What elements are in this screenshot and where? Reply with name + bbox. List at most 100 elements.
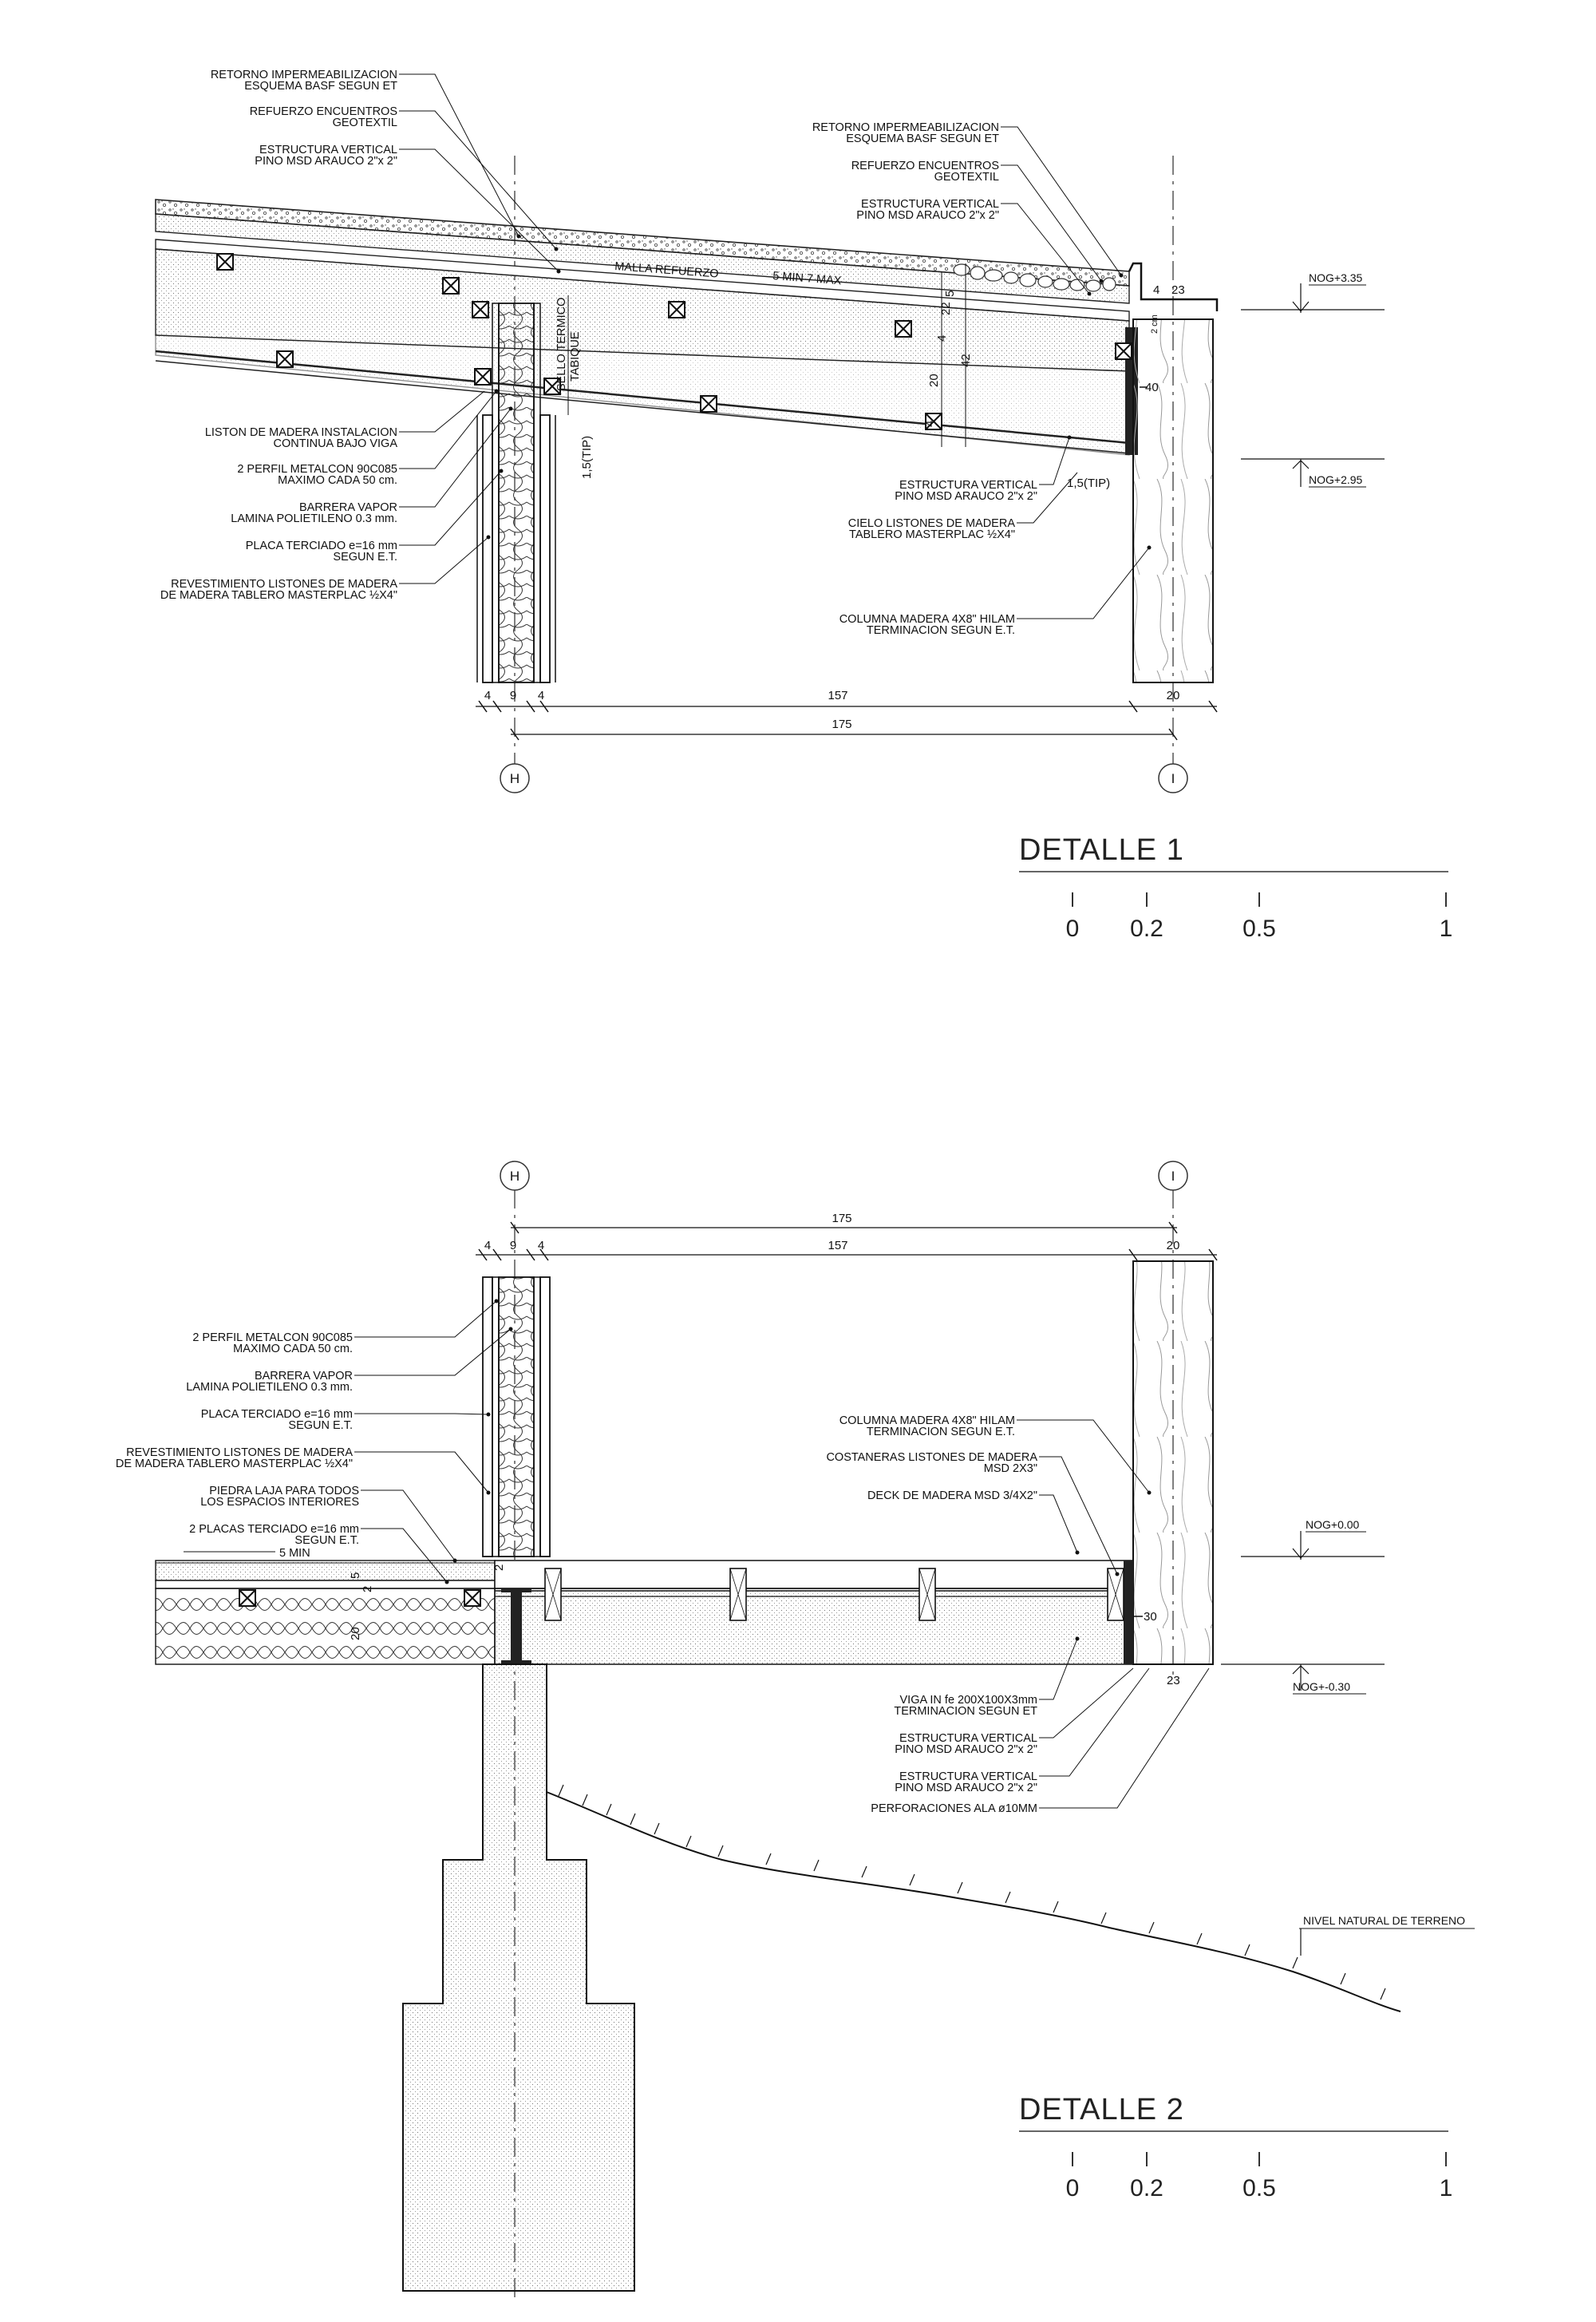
label-r-estructura2-line1: ESTRUCTURA VERTICAL <box>899 479 1037 492</box>
scale-2-0: 0 <box>1066 2175 1080 2201</box>
detail-2-title: DETALLE 2 <box>1019 2093 1184 2126</box>
label2-costaneras-line2: MSD 2X3" <box>984 1462 1037 1475</box>
dim2-9: 9 <box>510 1239 516 1252</box>
label-r-refuerzo-line2: GEOTEXTIL <box>934 171 999 184</box>
label-r-estructura-line2: PINO MSD ARAUCO 2"x 2" <box>856 209 999 222</box>
dimension-lines: 4 9 4 157 20 175 <box>476 689 1218 741</box>
dim-20: 20 <box>1167 689 1180 702</box>
inline-sello-1: SELLO TERMICO <box>555 298 568 391</box>
wall-section <box>476 303 556 683</box>
label2-perforaciones: PERFORACIONES ALA ø10MM <box>871 1802 1037 1815</box>
label-revestimiento-line2: DE MADERA TABLERO MASTERPLAC ½X4" <box>160 589 397 602</box>
inline-tip-left: 1,5(TIP) <box>580 436 594 479</box>
axis-label-h-2: H <box>510 1169 519 1184</box>
label-refuerzo-line1: REFUERZO ENCUENTROS <box>250 105 397 118</box>
label-refuerzo-line2: GEOTEXTIL <box>333 117 397 129</box>
label-r-retorno-line1: RETORNO IMPERMEABILIZACION <box>812 121 999 134</box>
roof-assembly <box>155 199 1219 456</box>
inline2-slope: 5 MIN <box>279 1547 310 1560</box>
label2-piedra-line2: LOS ESPACIOS INTERIORES <box>200 1496 359 1509</box>
inline-tip-right: 1,5(TIP) <box>1067 477 1110 490</box>
dim-4b: 4 <box>538 689 544 702</box>
axis-label-i: I <box>1171 771 1175 786</box>
dim-157: 157 <box>828 689 847 702</box>
axis-bubble-i-2 <box>1158 1161 1188 1191</box>
scale-2-05: 0.5 <box>1242 2175 1276 2201</box>
label-perfil-line2: MAXIMO CADA 50 cm. <box>278 474 397 487</box>
inline2-23: 23 <box>1167 1674 1180 1687</box>
label2-estructura-line2: PINO MSD ARAUCO 2"x 2" <box>895 1743 1037 1756</box>
inline-dim-4: 4 <box>1153 283 1159 297</box>
terrain-line <box>546 1784 1401 2012</box>
detail-1: MALLA REFUERZO 5 MIN 7 MAX SELLO TERMICO… <box>155 69 1453 942</box>
label-barrera-line2: LAMINA POLIETILENO 0.3 mm. <box>231 512 397 525</box>
inline-sello-2: TABIQUE <box>569 331 582 382</box>
label2-viga-line1: VIGA IN fe 200X100X3mm <box>900 1694 1037 1707</box>
scale-2-02: 0.2 <box>1130 2175 1163 2201</box>
foundation <box>402 1663 635 2292</box>
wood-column-2 <box>1132 1260 1214 1665</box>
level-marker-top: NOG+3.35 <box>1241 271 1385 313</box>
label2-perfil-line2: MAXIMO CADA 50 cm. <box>233 1343 353 1355</box>
label2-placas-line2: SEGUN E.T. <box>294 1534 359 1547</box>
inline-dim-23: 23 <box>1171 283 1185 297</box>
inline-dim-5: 5 <box>943 291 957 297</box>
left-labels-2: 2 PERFIL METALCON 90C085 MAXIMO CADA 50 … <box>116 1299 513 1584</box>
detail-1-title: DETALLE 1 <box>1019 833 1184 867</box>
inline-dim-22: 22 <box>939 302 953 315</box>
label2-estructura2-line1: ESTRUCTURA VERTICAL <box>899 1770 1037 1783</box>
left-labels: RETORNO IMPERMEABILIZACION ESQUEMA BASF … <box>160 69 561 602</box>
label-placa-line1: PLACA TERCIADO e=16 mm <box>246 540 397 552</box>
dim-4a: 4 <box>484 689 491 702</box>
nog2-bottom-label: NOG+-0.30 <box>1293 1680 1350 1693</box>
label-liston-line2: CONTINUA BAJO VIGA <box>274 437 398 450</box>
label2-revest-line1: REVESTIMIENTO LISTONES DE MADERA <box>126 1446 353 1459</box>
wood-column <box>1132 318 1214 683</box>
inline2-5: 5 <box>349 1572 362 1579</box>
inline-dim-40: 40 <box>1145 381 1159 394</box>
label-placa-line2: SEGUN E.T. <box>333 551 397 564</box>
label-r-estructura2-line2: PINO MSD ARAUCO 2"x 2" <box>895 490 1037 503</box>
label-r-columna-line2: TERMINACION SEGUN E.T. <box>867 624 1015 637</box>
scale-1-1: 1 <box>1440 916 1453 942</box>
terrain-label: NIVEL NATURAL DE TERRENO <box>1303 1914 1465 1927</box>
nog2-top-label: NOG+0.00 <box>1306 1518 1360 1531</box>
label2-barrera-line1: BARRERA VAPOR <box>255 1370 353 1383</box>
label-r-refuerzo-line1: REFUERZO ENCUENTROS <box>851 160 999 172</box>
level-marker-2-bottom: NOG+-0.30 <box>1221 1663 1385 1695</box>
label-r-cielo-line2: TABLERO MASTERPLAC ½X4" <box>849 528 1015 541</box>
inline-slope: 5 MIN 7 MAX <box>772 270 842 287</box>
level-marker-terrain: NIVEL NATURAL DE TERRENO <box>1299 1914 1475 1956</box>
label2-revest-line2: DE MADERA TABLERO MASTERPLAC ½X4" <box>116 1458 353 1470</box>
level-marker-2-top: NOG+0.00 <box>1241 1518 1385 1560</box>
inline-dim-20: 20 <box>927 374 941 387</box>
label2-deck: DECK DE MADERA MSD 3/4X2" <box>867 1489 1037 1502</box>
label-perfil-line1: 2 PERFIL METALCON 90C085 <box>237 463 397 476</box>
label-estructura-line2: PINO MSD ARAUCO 2"x 2" <box>255 155 397 168</box>
scale-1-02: 0.2 <box>1130 916 1163 942</box>
axis-label-i-2: I <box>1171 1169 1175 1184</box>
label-estructura-line1: ESTRUCTURA VERTICAL <box>259 144 397 156</box>
dim2-157: 157 <box>828 1239 847 1252</box>
right-labels: RETORNO IMPERMEABILIZACION ESQUEMA BASF … <box>812 121 1152 637</box>
dim2-175: 175 <box>832 1212 851 1225</box>
right-labels-2: COLUMNA MADERA 4X8" HILAM TERMINACION SE… <box>826 1414 1210 1815</box>
axis-bubble-i <box>1158 763 1188 793</box>
wall-section-2 <box>482 1276 551 1557</box>
label-retorno-line1: RETORNO IMPERMEABILIZACION <box>211 69 397 81</box>
level-marker-bottom: NOG+2.95 <box>1241 458 1385 488</box>
nog-top-label: NOG+3.35 <box>1309 271 1363 284</box>
dim-9: 9 <box>510 689 516 702</box>
axis-bubble-h-2 <box>500 1161 530 1191</box>
label2-estructura2-line2: PINO MSD ARAUCO 2"x 2" <box>895 1782 1037 1794</box>
inline2-2: 2 <box>361 1586 374 1592</box>
inline2-30: 30 <box>1144 1610 1157 1624</box>
label-barrera-line1: BARRERA VAPOR <box>299 501 397 514</box>
scale-1-0: 0 <box>1066 916 1080 942</box>
label2-columna-line1: COLUMNA MADERA 4X8" HILAM <box>839 1414 1015 1427</box>
label-retorno-line2: ESQUEMA BASF SEGUN ET <box>244 80 397 93</box>
inline2-2b: 2 <box>492 1564 506 1571</box>
label2-placa-line2: SEGUN E.T. <box>288 1419 353 1432</box>
axis-bubble-h <box>500 763 530 793</box>
